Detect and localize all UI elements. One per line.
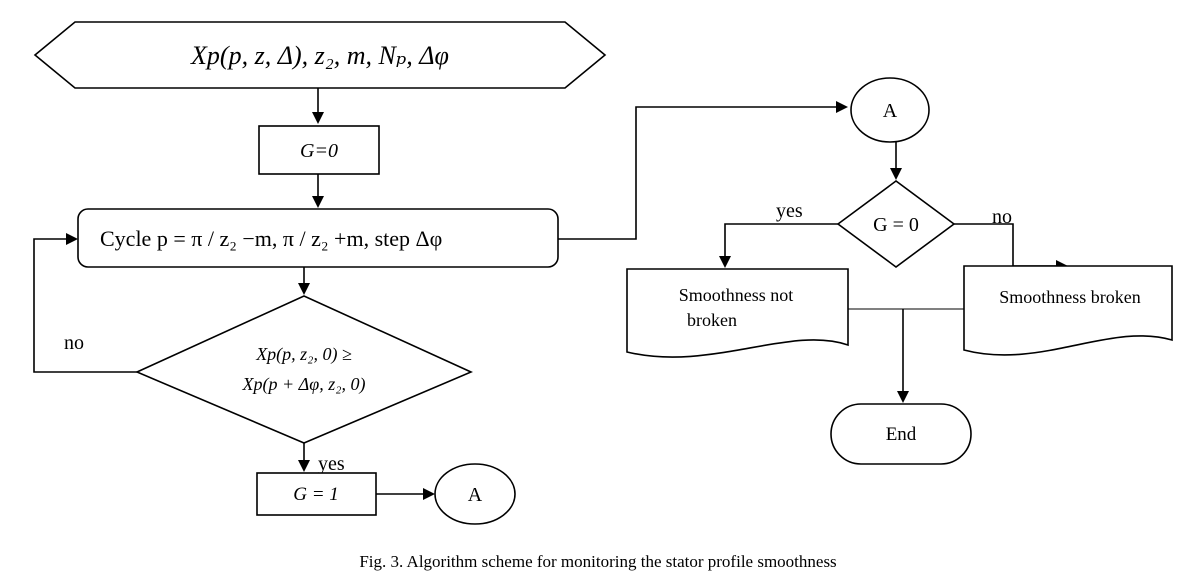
end-node: End bbox=[830, 403, 972, 465]
edge-label-check-yes: yes bbox=[776, 200, 803, 222]
edge-check-yes bbox=[724, 223, 838, 258]
check-g-label: G = 0 bbox=[873, 214, 919, 236]
init-g-label: G=0 bbox=[300, 140, 338, 162]
input-parameters-label: Xp(p, z, Δ), z₂, m, Nₚ, Δφ bbox=[190, 41, 449, 70]
set-g1-label: G = 1 bbox=[293, 484, 339, 505]
cycle-label: Cycle p = π / z₂ −m, π / z₂ +m, step Δφ bbox=[100, 226, 442, 251]
edge-cycle-to-connector-a bbox=[558, 106, 838, 240]
check-g-node: G = 0 bbox=[836, 180, 956, 268]
set-g1-node: G = 1 bbox=[256, 472, 377, 516]
connector-a-out: A bbox=[434, 463, 516, 525]
not-broken-line-2: broken bbox=[687, 310, 737, 330]
init-g-node: G=0 bbox=[258, 125, 380, 175]
broken-label: Smoothness broken bbox=[999, 287, 1141, 307]
smoothness-broken-node: Smoothness broken bbox=[963, 265, 1173, 356]
smoothness-condition-node: Xp(p, z₂, 0) ≥ Xp(p + Δφ, z₂, 0) bbox=[135, 295, 473, 444]
condition-line-2: Xp(p + Δφ, z₂, 0) bbox=[242, 374, 366, 395]
end-label: End bbox=[886, 424, 917, 445]
not-broken-line-1: Smoothness not bbox=[679, 285, 794, 305]
connector-a-in: A bbox=[850, 77, 930, 143]
smoothness-not-broken-node: Smoothness not broken bbox=[626, 268, 849, 358]
edge-label-condition-yes: yes bbox=[318, 453, 345, 475]
connector-a-out-label: A bbox=[468, 484, 483, 506]
edge-label-condition-no: no bbox=[64, 332, 84, 354]
edge-label-check-no: no bbox=[992, 206, 1012, 228]
connector-a-in-label: A bbox=[883, 100, 898, 122]
edge-check-no bbox=[954, 223, 1058, 267]
input-parameters-node: Xp(p, z, Δ), z₂, m, Nₚ, Δφ bbox=[33, 21, 607, 89]
cycle-node: Cycle p = π / z₂ −m, π / z₂ +m, step Δφ bbox=[77, 208, 559, 268]
condition-line-1: Xp(p, z₂, 0) ≥ bbox=[255, 344, 352, 365]
edge-condition-no-loop bbox=[33, 238, 137, 373]
figure-caption: Fig. 3. Algorithm scheme for monitoring … bbox=[359, 552, 836, 571]
